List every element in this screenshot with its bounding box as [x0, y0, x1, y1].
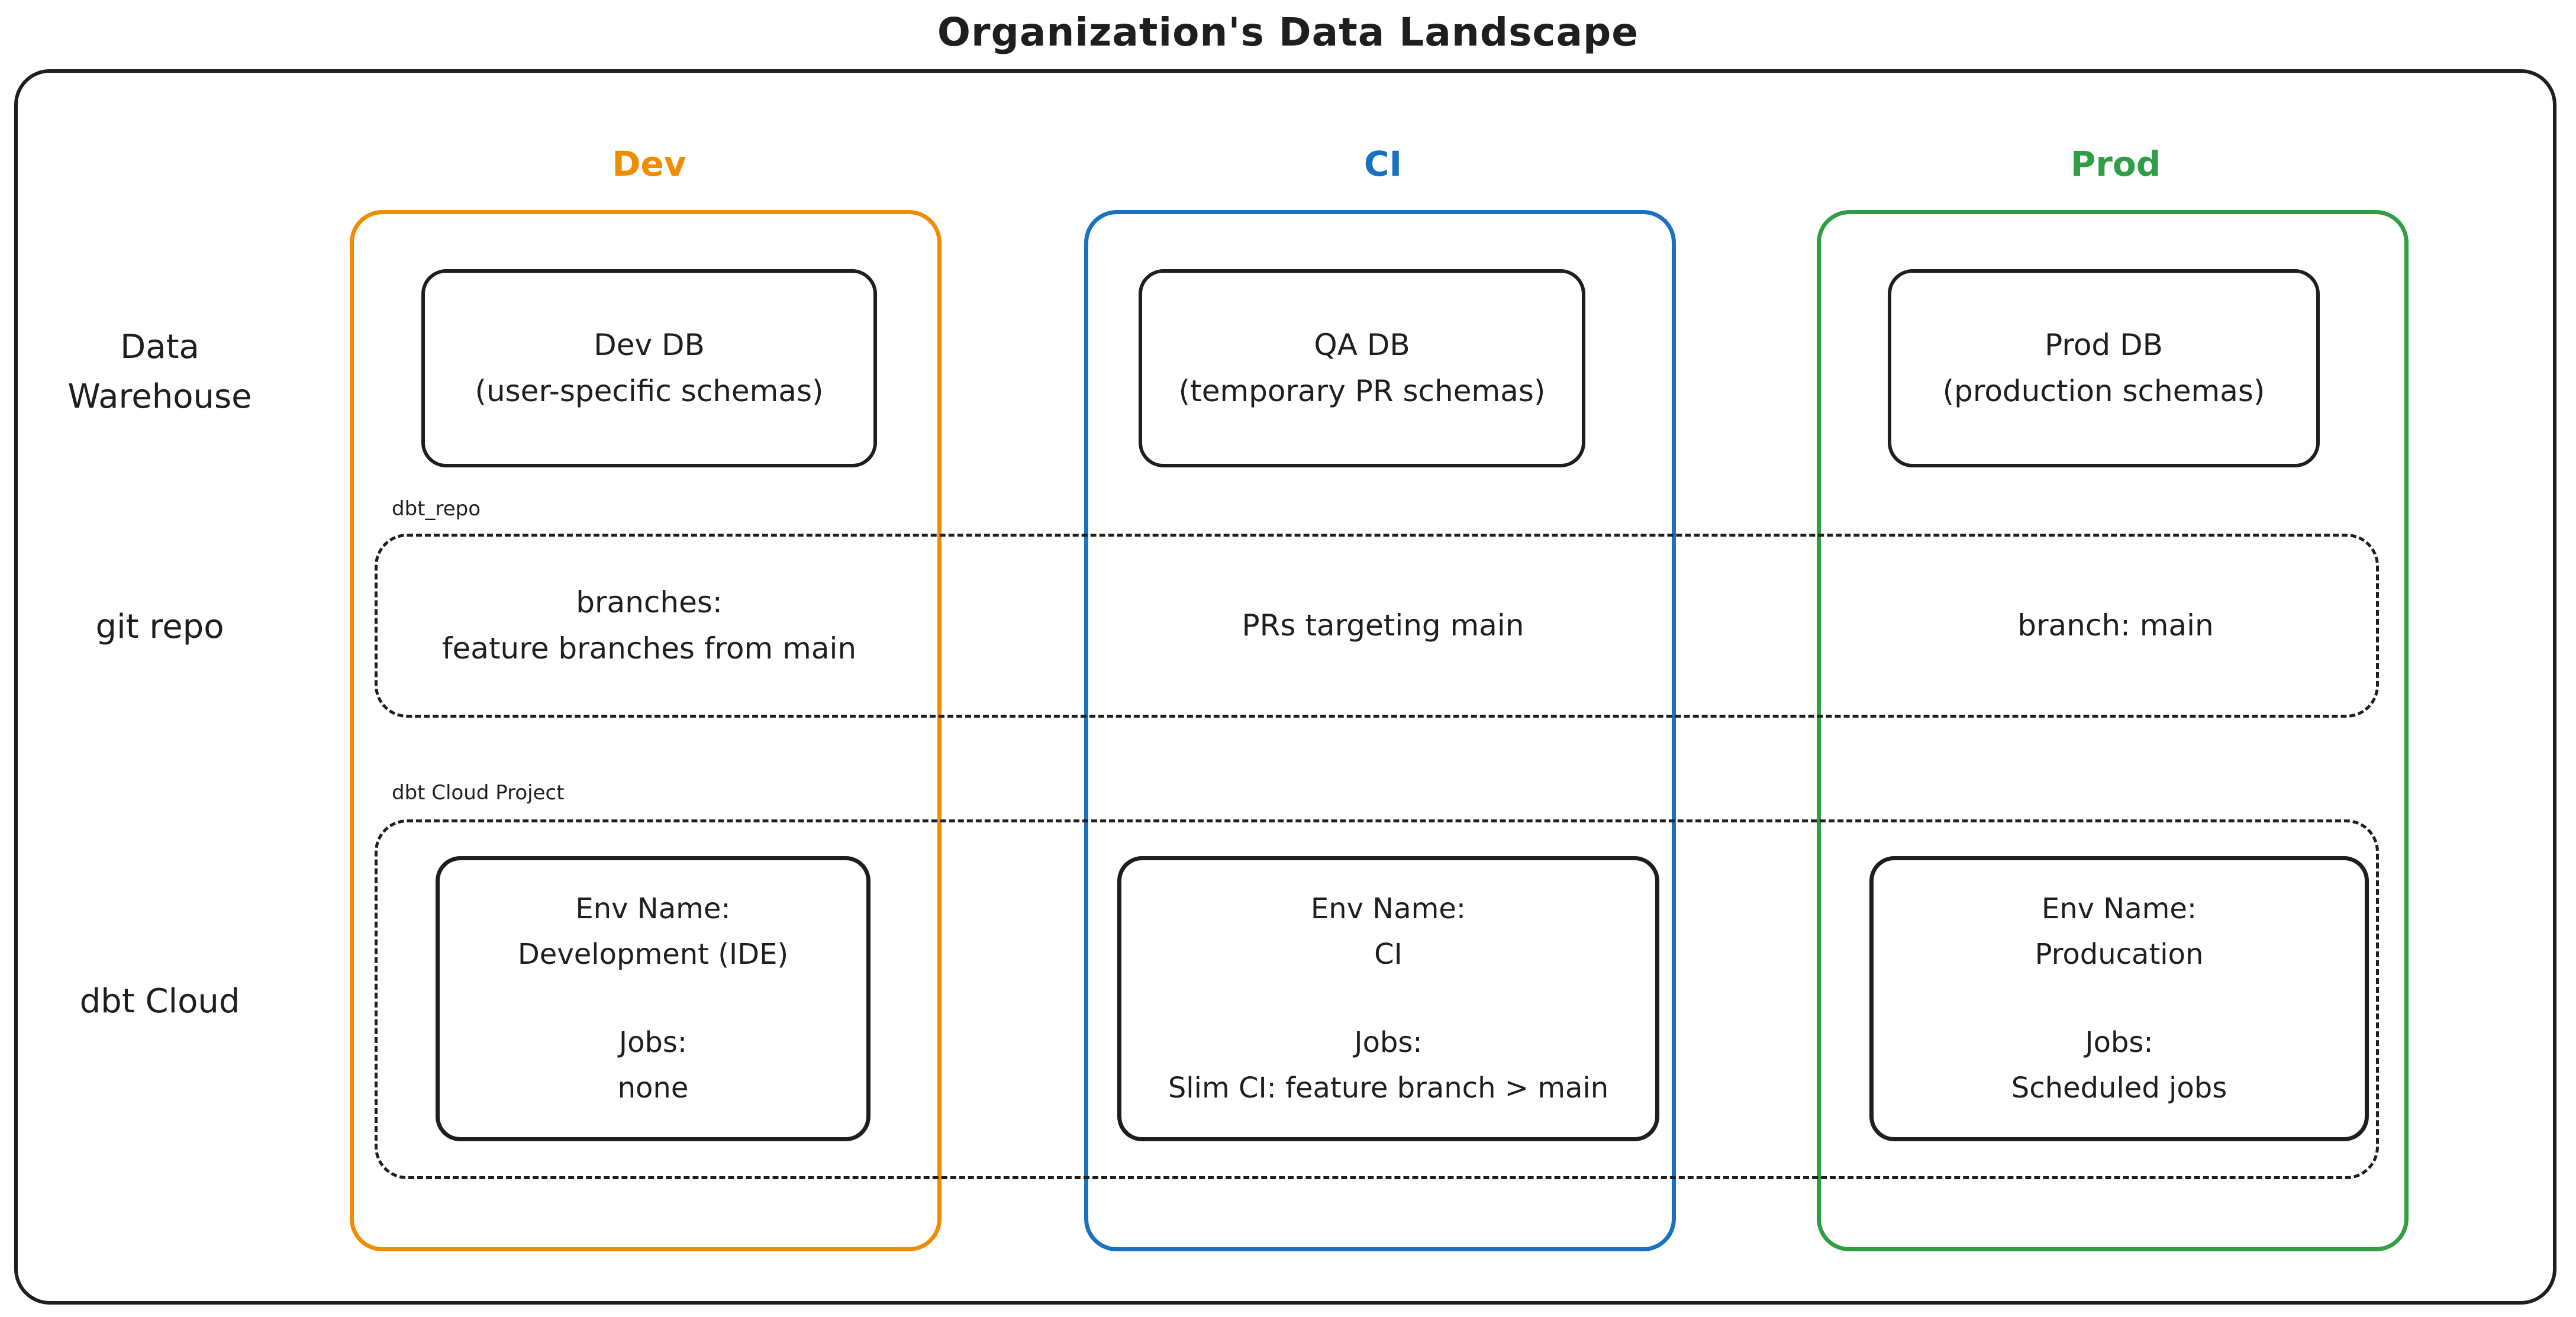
prod-db-detail: (production schemas)	[1942, 373, 2265, 408]
ci-env-label: Env Name:	[1310, 892, 1466, 926]
git-repo-region	[375, 534, 2379, 718]
row-label-data-warehouse-line2: Warehouse	[67, 377, 252, 416]
ci-git-line1: PRs targeting main	[1242, 608, 1524, 643]
prod-jobs-label: Jobs:	[2085, 1026, 2153, 1059]
dev-git-text: branches: feature branches from main	[383, 534, 915, 718]
prod-env-value: Producation	[2035, 938, 2204, 971]
dbt-project-region	[375, 819, 2379, 1179]
dev-jobs-value: none	[617, 1071, 689, 1105]
dev-env-box: Env Name: Development (IDE) Jobs: none	[436, 856, 871, 1141]
row-label-data-warehouse: Data Warehouse	[36, 322, 284, 422]
column-box-ci	[1084, 210, 1676, 1251]
prod-env-label: Env Name:	[2041, 892, 2197, 926]
prod-db-name: Prod DB	[2045, 328, 2163, 362]
ci-env-value: CI	[1374, 938, 1403, 971]
row-label-data-warehouse-line1: Data	[120, 328, 199, 366]
prod-git-text: branch: main	[1849, 534, 2382, 718]
prod-jobs-value: Scheduled jobs	[2011, 1071, 2227, 1105]
ci-env-box: Env Name: CI Jobs: Slim CI: feature bran…	[1117, 856, 1659, 1141]
outer-border	[14, 69, 2556, 1305]
dev-git-line1: branches:	[576, 585, 723, 619]
prod-git-line1: branch: main	[2017, 608, 2214, 643]
row-label-dbt-cloud: dbt Cloud	[79, 982, 240, 1021]
dev-db-detail: (user-specific schemas)	[475, 373, 824, 408]
column-header-prod: Prod	[2070, 144, 2161, 184]
column-box-prod	[1817, 210, 2409, 1251]
page-title: Organization's Data Landscape	[937, 9, 1639, 55]
qa-db-detail: (temporary PR schemas)	[1178, 373, 1546, 408]
row-label-git-repo: git repo	[95, 608, 224, 646]
prod-db-box: Prod DB (production schemas)	[1888, 269, 2320, 467]
dev-env-label: Env Name:	[575, 892, 731, 926]
ci-git-text: PRs targeting main	[1117, 534, 1649, 718]
dev-jobs-label: Jobs:	[618, 1026, 688, 1059]
column-header-ci: CI	[1363, 144, 1403, 184]
dev-git-line2: feature branches from main	[441, 631, 857, 666]
qa-db-box: QA DB (temporary PR schemas)	[1139, 269, 1585, 467]
column-header-dev: Dev	[612, 144, 686, 184]
prod-env-box: Env Name: Producation Jobs: Scheduled jo…	[1869, 856, 2369, 1141]
git-repo-region-label: dbt_repo	[392, 497, 481, 521]
dbt-project-region-label: dbt Cloud Project	[392, 781, 565, 805]
ci-jobs-label: Jobs:	[1354, 1026, 1423, 1059]
dev-db-name: Dev DB	[594, 328, 705, 362]
ci-jobs-value: Slim CI: feature branch > main	[1168, 1071, 1609, 1105]
dev-env-value: Development (IDE)	[517, 938, 789, 971]
qa-db-name: QA DB	[1314, 328, 1410, 362]
column-box-dev	[350, 210, 942, 1251]
dev-db-box: Dev DB (user-specific schemas)	[421, 269, 877, 467]
